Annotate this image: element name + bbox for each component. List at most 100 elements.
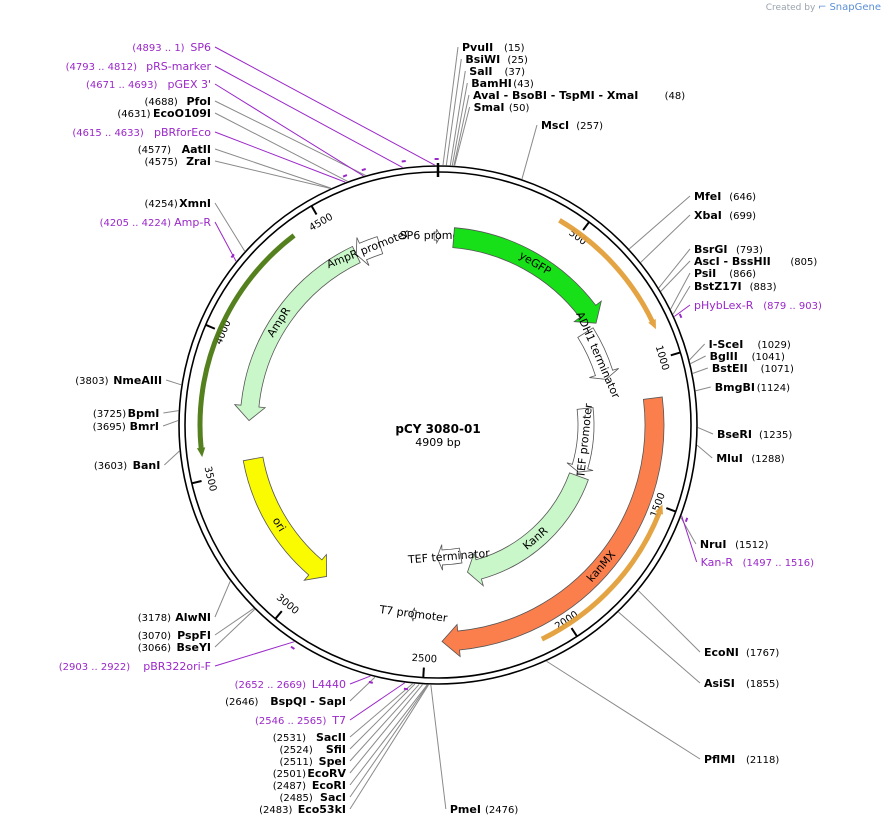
feature-tef-terminator[interactable] <box>436 544 463 571</box>
primer-label[interactable]: pGEX 3'(4671 .. 4693) <box>86 78 211 91</box>
enzyme-label[interactable]: I-SceI(1029) <box>709 338 791 351</box>
feature-ampr-promoter[interactable] <box>355 236 384 266</box>
leader-line <box>214 112 348 182</box>
enzyme-label[interactable]: Eco53kI(2483) <box>259 803 346 816</box>
enzyme-label[interactable]: AatII(4577) <box>138 143 211 156</box>
leader-line <box>349 683 413 738</box>
enzyme-label[interactable]: SacI(2485) <box>280 791 346 804</box>
label-name: PspFI <box>177 629 211 642</box>
label-name: ZraI <box>186 155 211 168</box>
enzyme-label[interactable]: XbaI(699) <box>694 209 756 222</box>
enzyme-label[interactable]: NmeAIII(3803) <box>75 374 162 387</box>
enzyme-label[interactable]: BsrGI(793) <box>694 243 763 256</box>
feature-ori[interactable] <box>242 456 328 581</box>
label-position: (4893 .. 1) <box>132 43 184 54</box>
enzyme-label[interactable]: AsiSI(1855) <box>704 677 779 690</box>
enzyme-label[interactable]: ZraI (4575) <box>145 155 211 168</box>
ruler-tick <box>274 610 283 620</box>
enzyme-label[interactable]: BamHI(43) <box>471 77 534 90</box>
ruler-label: 3500 <box>202 465 219 492</box>
label-name: EcoRI <box>312 779 346 792</box>
label-name: pGEX 3' <box>167 78 211 91</box>
enzyme-label[interactable]: MfeI(646) <box>694 190 756 203</box>
enzyme-label[interactable]: BsiWI(25) <box>465 53 528 66</box>
enzyme-label[interactable]: MscI(257) <box>541 119 603 132</box>
enzyme-label[interactable]: BseRI(1235) <box>717 428 792 441</box>
leader-line <box>214 100 366 176</box>
label-position: (3725) <box>93 409 126 420</box>
primer-label[interactable]: pBR322ori-F(2903 .. 2922) <box>59 660 211 673</box>
enzyme-label[interactable]: SacII(2531) <box>273 731 346 744</box>
feature-t7-promoter[interactable] <box>410 607 417 622</box>
label-position: (1767) <box>746 648 779 659</box>
label-position: (2487) <box>273 781 306 792</box>
feature-kanr[interactable] <box>467 472 589 587</box>
label-position: (3066) <box>138 643 171 654</box>
enzyme-label[interactable]: EcoO109I(4631) <box>117 107 211 120</box>
enzyme-label[interactable]: BmrI(3695) <box>93 420 159 433</box>
enzyme-label[interactable]: PvuII(15) <box>462 41 525 54</box>
label-name: MfeI <box>694 190 721 203</box>
primer-label[interactable]: pBRforEco(4615 .. 4633) <box>72 126 211 139</box>
primer-label[interactable]: pRS-marker(4793 .. 4812) <box>66 60 212 73</box>
label-position: (4793 .. 4812) <box>66 62 138 73</box>
feature-adh1-terminator[interactable] <box>577 327 619 380</box>
enzyme-label[interactable]: BspQI - SapI(2646) <box>225 695 346 708</box>
leader-line <box>692 367 708 374</box>
feature-yegfp[interactable] <box>452 227 602 324</box>
leader-line <box>214 202 246 252</box>
primer-label[interactable]: Amp-R(4205 .. 4224) <box>100 216 212 229</box>
enzyme-label[interactable]: SpeI(2511) <box>280 755 346 768</box>
enzyme-label[interactable]: PflMI(2118) <box>704 753 779 766</box>
enzyme-label[interactable]: NruI(1512) <box>700 538 769 551</box>
enzyme-label[interactable]: MluI(1288) <box>716 452 785 465</box>
enzyme-label[interactable]: BpmI(3725) <box>93 407 159 420</box>
enzyme-label[interactable]: AvaI - BsoBI - TspMI - XmaI(48) <box>473 89 685 102</box>
primer-label[interactable]: SP6(4893 .. 1) <box>132 41 211 54</box>
leader-line <box>658 248 691 289</box>
label-name: AsiSI <box>704 677 735 690</box>
enzyme-label[interactable]: SfiI(2524) <box>280 743 346 756</box>
created-by-text: Created by <box>765 3 816 13</box>
primer-site-mark <box>678 313 683 319</box>
enzyme-label[interactable]: EcoNI (1767) <box>704 646 779 659</box>
enzyme-label[interactable]: BseYI(3066) <box>138 641 211 654</box>
leader-line <box>449 70 466 166</box>
label-position: (43) <box>513 79 534 90</box>
enzyme-label[interactable]: BstEII(1071) <box>712 362 794 375</box>
label-name: BpmI <box>128 407 160 420</box>
primer-label[interactable]: L4440(2652 .. 2669) <box>235 678 346 691</box>
enzyme-label[interactable]: PsiI(866) <box>694 267 756 280</box>
enzyme-label[interactable]: PmeI(2476) <box>450 803 519 816</box>
feature-kanmx[interactable] <box>441 396 665 658</box>
enzyme-label[interactable]: EcoRV(2501) <box>273 767 347 780</box>
enzyme-label[interactable]: EcoRI (2487) <box>273 779 346 792</box>
label-name: BamHI <box>471 77 512 90</box>
feature-tef-promoter[interactable] <box>566 407 595 473</box>
primer-label[interactable]: pHybLex-R(879 .. 903) <box>694 299 822 312</box>
feature-ampr[interactable] <box>233 245 361 422</box>
primer-label[interactable]: T7(2546 .. 2565) <box>255 714 346 727</box>
enzyme-label[interactable]: AscI - BssHII(805) <box>694 255 817 268</box>
feature-sp6-promoter[interactable] <box>433 229 441 245</box>
enzyme-label[interactable]: XmnI(4254) <box>145 197 211 210</box>
label-name: PflMI <box>704 753 735 766</box>
enzyme-label[interactable]: PfoI(4688) <box>145 95 211 108</box>
enzyme-label[interactable]: BmgBI(1124) <box>715 381 790 394</box>
enzyme-label[interactable]: BstZ17I(883) <box>694 280 777 293</box>
enzyme-label[interactable]: SalI(37) <box>469 65 525 78</box>
enzyme-label[interactable]: PspFI(3070) <box>138 629 211 642</box>
label-name: EcoNI <box>704 646 739 659</box>
primer-label[interactable]: Kan-R(1497 .. 1516) <box>701 556 815 569</box>
enzyme-label[interactable]: SmaI(50) <box>474 101 530 114</box>
label-position: (2485) <box>280 793 313 804</box>
enzyme-label[interactable]: BanI(3603) <box>94 459 160 472</box>
leader-line <box>214 160 331 189</box>
label-name: SfiI <box>326 743 346 756</box>
ruler-tick <box>191 480 202 485</box>
enzyme-label[interactable]: BglII(1041) <box>710 350 785 363</box>
label-position: (4575) <box>145 157 178 168</box>
enzyme-label[interactable]: AlwNI(3178) <box>138 611 211 624</box>
label-name: pBRforEco <box>154 126 211 139</box>
label-position: (257) <box>576 121 603 132</box>
